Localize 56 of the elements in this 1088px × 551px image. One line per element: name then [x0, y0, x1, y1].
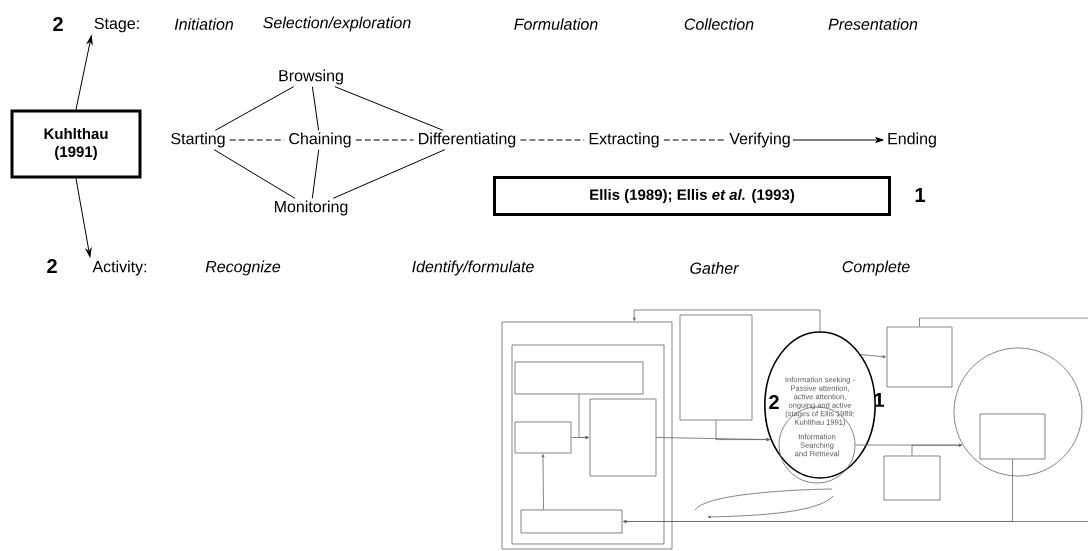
- callout-number: 2: [53, 17, 63, 31]
- arrow: [860, 354, 886, 359]
- process-box: [520, 509, 623, 534]
- phase-label: Gather: [690, 262, 739, 274]
- phase-label: Complete: [842, 260, 910, 276]
- callout-number: 2: [769, 395, 779, 409]
- connector-line: [213, 149, 296, 199]
- step-text: Monitoring: [274, 200, 348, 216]
- process-box: [589, 398, 657, 477]
- arrow: [571, 436, 589, 439]
- process-box: [886, 326, 953, 388]
- arrow: [792, 137, 884, 143]
- connector-line: [334, 86, 444, 131]
- author-box: Kuhlthau (1991): [10, 109, 142, 179]
- connector-line: [519, 139, 585, 141]
- connector-line: [919, 317, 1088, 327]
- process-circle: [953, 347, 1083, 477]
- step-text: Starting: [171, 132, 225, 148]
- process-box: [501, 321, 673, 550]
- process-box: [979, 413, 1046, 460]
- arrow: [911, 443, 963, 456]
- connector-line: [311, 86, 320, 131]
- connector-line: [663, 139, 726, 141]
- callout-number: 1: [915, 188, 925, 202]
- row-heading: Activity:: [92, 260, 147, 276]
- connector-line: [355, 139, 415, 141]
- phase-label: Selection/exploration: [263, 16, 411, 32]
- phase-label: Formulation: [514, 18, 598, 30]
- phase-label: Initiation: [174, 18, 234, 30]
- process-box: [679, 314, 753, 421]
- connector-line: [311, 149, 320, 199]
- process-box: [511, 344, 665, 545]
- step-text: Ending: [888, 132, 936, 148]
- arrow: [75, 178, 92, 258]
- process-box: [883, 455, 941, 501]
- process-box: [514, 421, 572, 454]
- row-heading: Stage:: [94, 17, 139, 33]
- process-box: [514, 361, 644, 395]
- step-text: Verifying: [729, 132, 790, 148]
- phase-label: Recognize: [205, 260, 281, 276]
- phase-label: Presentation: [828, 18, 918, 30]
- step-text: Extracting: [589, 132, 659, 148]
- arrow: [75, 35, 93, 110]
- arrow: [623, 520, 1088, 523]
- phase-label: Collection: [684, 18, 754, 30]
- step-text: Chaining: [289, 132, 351, 148]
- step-text: Browsing: [279, 69, 343, 85]
- arrow: [632, 309, 821, 332]
- step-text: Differentiating: [419, 132, 516, 148]
- connector-line: [214, 86, 295, 131]
- author-box: Ellis (1989); Ellis et al. (1993): [493, 176, 891, 216]
- connector-line: [332, 149, 446, 199]
- arrow: [715, 420, 770, 442]
- phase-label: Identify/formulate: [412, 260, 534, 276]
- callout-number: 2: [47, 259, 57, 273]
- arrow: [541, 454, 545, 510]
